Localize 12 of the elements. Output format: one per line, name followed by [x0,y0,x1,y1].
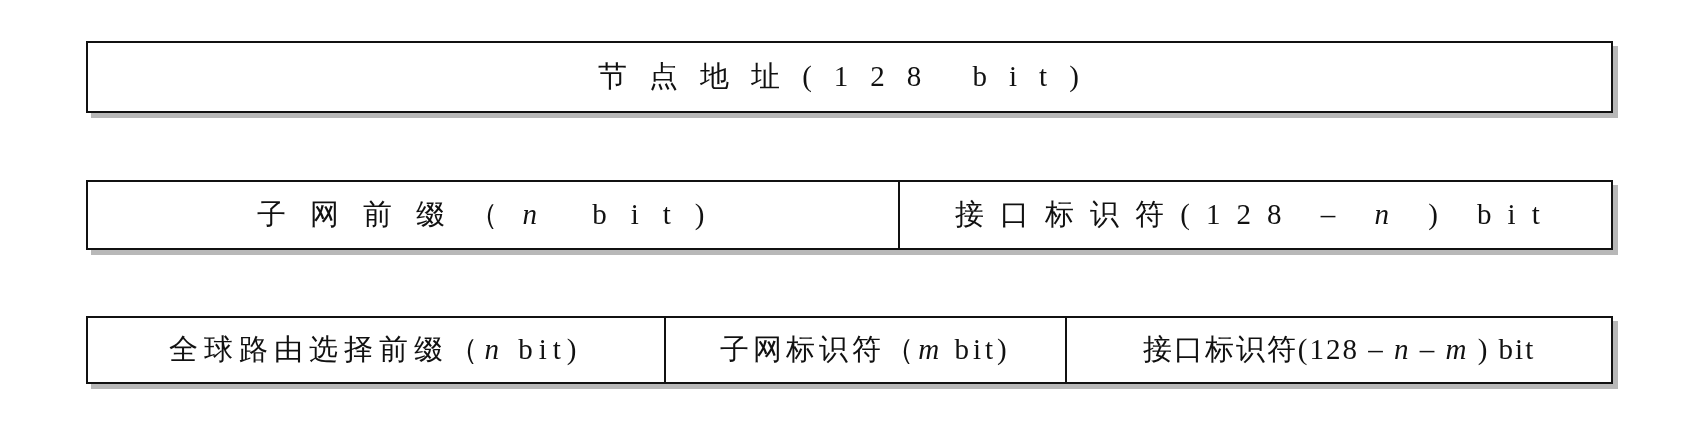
field-label: 子网标识符（m bit) [720,332,1011,367]
field-label: 接口标识符(128 – n – m ) bit [1142,332,1536,367]
field-segment-box [86,180,900,250]
field-segment-box [86,41,1613,113]
field-segment-box [1067,316,1613,384]
field-label: 节点地址(128 bit) [598,59,1101,94]
field-label: 子网前缀（n bit) [257,197,729,232]
field-label: 全球路由选择前缀（n bit) [169,332,583,367]
field-segment-box [900,180,1613,250]
field-segment-box [86,316,666,384]
field-segment-box [666,316,1067,384]
field-label: 接口标识符(128 – n ) bit [955,197,1556,232]
